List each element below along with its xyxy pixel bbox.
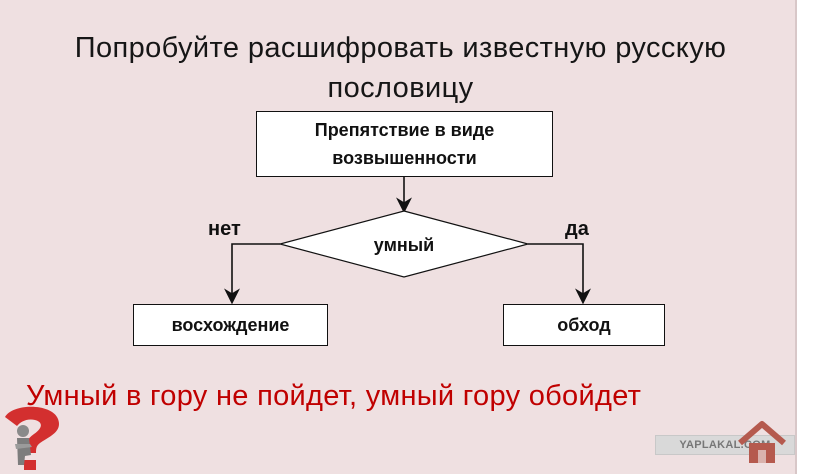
right-outcome-label: обход bbox=[557, 314, 611, 335]
yes-branch-label: да bbox=[565, 218, 589, 240]
house-icon bbox=[738, 421, 786, 463]
right-outcome-box: обход bbox=[503, 304, 665, 346]
start-box-label: Препятствие в виде возвышенности bbox=[314, 120, 495, 168]
no-branch-label: нет bbox=[208, 218, 241, 240]
slide-title: Попробуйте расшифровать известную русску… bbox=[74, 32, 727, 104]
left-outcome-box: восхождение bbox=[133, 304, 328, 346]
left-outcome-label: восхождение bbox=[171, 314, 290, 335]
decision-label: умный bbox=[374, 235, 434, 255]
arrow-yes-branch bbox=[528, 243, 591, 305]
start-box: Препятствие в виде возвышенности bbox=[256, 111, 553, 177]
arrow-no-branch bbox=[224, 243, 280, 305]
proverb-answer: Умный в гору не пойдет, умный гору обойд… bbox=[26, 380, 642, 412]
decision-diamond bbox=[277, 210, 531, 278]
question-mark-person-icon bbox=[5, 406, 59, 470]
slide-canvas: Попробуйте расшифровать известную русску… bbox=[0, 0, 797, 474]
flowchart-connectors: умный bbox=[224, 177, 591, 305]
